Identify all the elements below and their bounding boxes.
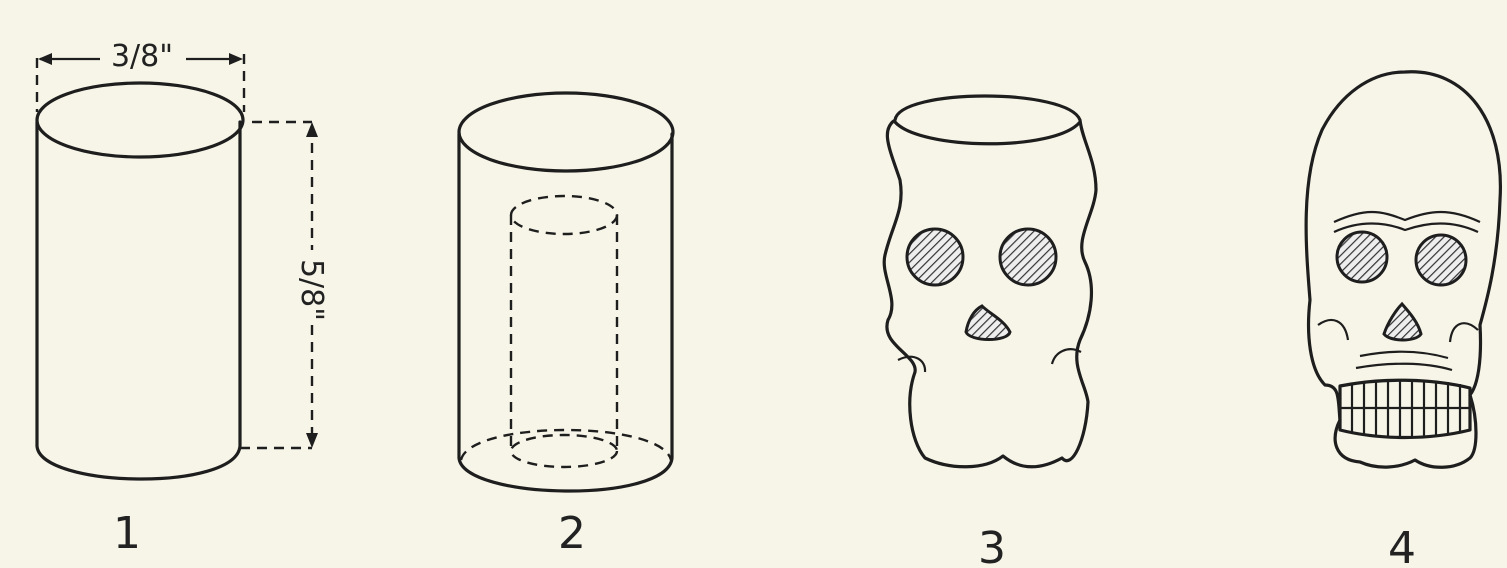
nose-cavity <box>1384 304 1421 340</box>
left-eye-socket <box>1337 232 1387 282</box>
left-eye-socket <box>907 229 963 285</box>
figure-1-cylinder: 3/8" 5/8" 1 <box>37 39 329 559</box>
height-label: 5/8" <box>294 259 329 321</box>
figure-4-number: 4 <box>1388 523 1416 568</box>
figure-4-finished-skull: 4 <box>1306 72 1500 568</box>
width-label: 3/8" <box>111 39 173 74</box>
right-eye-socket <box>1416 235 1466 285</box>
figure-2-number: 2 <box>558 508 586 559</box>
figure-3-number: 3 <box>978 523 1006 568</box>
figure-2-drilled-cylinder: 2 <box>459 93 673 559</box>
nose-cavity <box>966 306 1010 340</box>
teeth <box>1340 380 1470 438</box>
figure-1-number: 1 <box>113 508 141 559</box>
right-eye-socket <box>1000 229 1056 285</box>
figure-3-rough-skull: 3 <box>884 96 1096 568</box>
